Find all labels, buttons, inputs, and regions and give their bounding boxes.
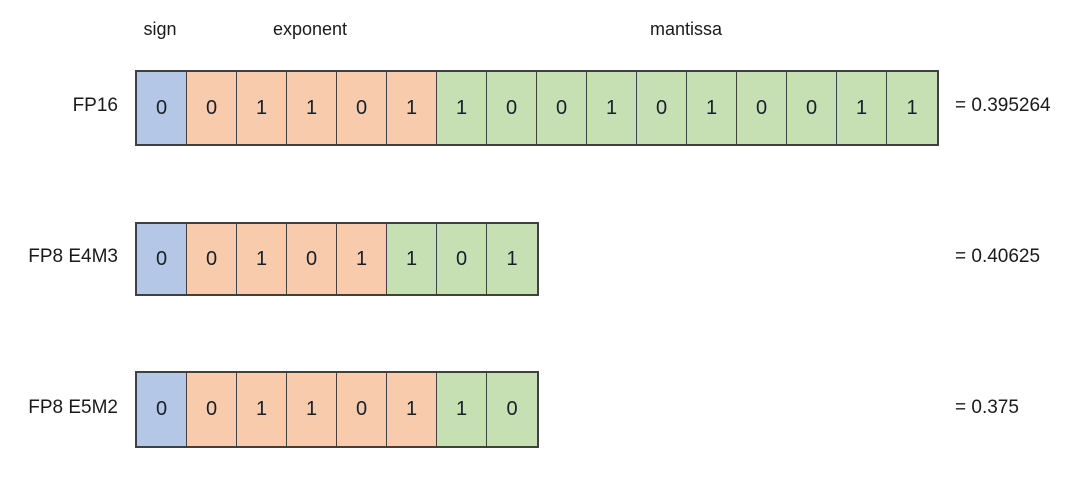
exponent-bit-cell: 1 bbox=[337, 224, 387, 294]
sign-field-label: sign bbox=[143, 19, 177, 39]
exponent-bit-cell: 0 bbox=[287, 224, 337, 294]
mantissa-bit-cell: 1 bbox=[587, 72, 637, 144]
exponent-bit-cell: 0 bbox=[337, 373, 387, 446]
mantissa-bit-cell: 0 bbox=[487, 72, 537, 144]
row-value-fp8-e5m2: = 0.375 bbox=[955, 396, 1019, 418]
mantissa-bit-cell: 0 bbox=[537, 72, 587, 144]
exponent-bit-cell: 0 bbox=[187, 224, 237, 294]
exponent-bit-cell: 1 bbox=[237, 224, 287, 294]
mantissa-bit-cell: 1 bbox=[387, 224, 437, 294]
exponent-bit-cell: 0 bbox=[187, 373, 237, 446]
exponent-bit-cell: 1 bbox=[287, 72, 337, 144]
sign-bit-cell: 0 bbox=[137, 373, 187, 446]
exponent-bit-cell: 1 bbox=[237, 72, 287, 144]
row-label-fp8-e4m3: FP8 E4M3 bbox=[28, 246, 118, 267]
exponent-bit-cell: 0 bbox=[337, 72, 387, 144]
mantissa-bit-cell: 0 bbox=[787, 72, 837, 144]
exponent-bit-cell: 1 bbox=[387, 373, 437, 446]
mantissa-bit-cell: 1 bbox=[437, 72, 487, 144]
exponent-bit-cell: 1 bbox=[287, 373, 337, 446]
mantissa-bit-cell: 0 bbox=[437, 224, 487, 294]
mantissa-field-label: mantissa bbox=[649, 19, 723, 39]
mantissa-bit-cell: 1 bbox=[487, 224, 537, 294]
mantissa-bit-cell: 1 bbox=[837, 72, 887, 144]
row-value-fp8-e4m3: = 0.40625 bbox=[955, 246, 1041, 267]
mantissa-bit-cell: 0 bbox=[637, 72, 687, 144]
mantissa-bit-cell: 1 bbox=[437, 373, 487, 446]
mantissa-bit-cell: 0 bbox=[737, 72, 787, 144]
mantissa-bit-cell: 1 bbox=[687, 72, 737, 144]
row-label-fp8-e5m2: FP8 E5M2 bbox=[28, 396, 118, 418]
row-value-fp16: = 0.395264 bbox=[955, 95, 1051, 116]
mantissa-bit-cell: 0 bbox=[487, 373, 537, 446]
exponent-bit-cell: 0 bbox=[187, 72, 237, 144]
mantissa-bit-cell: 1 bbox=[887, 72, 937, 144]
exponent-bit-cell: 1 bbox=[237, 373, 287, 446]
exponent-field-label: exponent bbox=[272, 19, 348, 39]
sign-bit-cell: 0 bbox=[137, 224, 187, 294]
exponent-bit-cell: 1 bbox=[387, 72, 437, 144]
row-label-fp16: FP16 bbox=[72, 95, 118, 116]
sign-bit-cell: 0 bbox=[137, 72, 187, 144]
